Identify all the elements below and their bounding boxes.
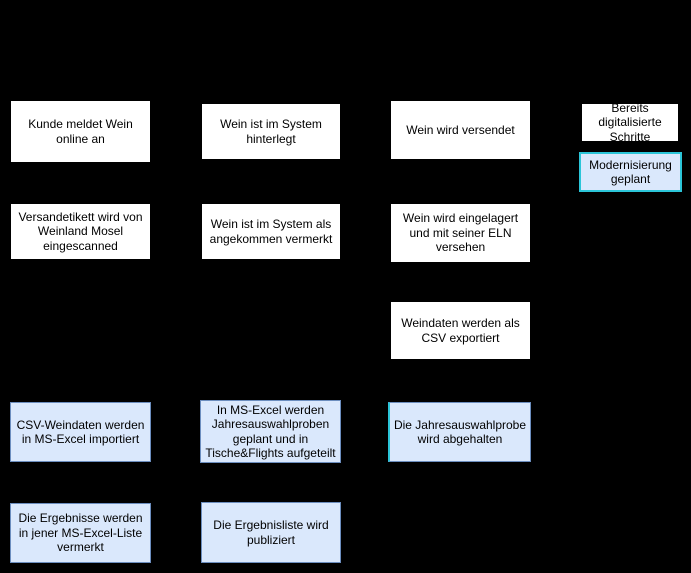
step-wein-eingelagert-eln: Wein wird eingelagert und mit seiner ELN… [390,203,531,263]
step-weindaten-csv-export: Weindaten werden als CSV exportiert [390,301,531,360]
step-ergebnisse-vermerkt: Die Ergebnisse werden in jener MS-Excel-… [10,503,151,563]
step-versandetikett-eingescanned: Versandetikett wird von Weinland Mosel e… [10,203,151,260]
step-wein-angekommen-vermerkt: Wein ist im System als angekommen vermer… [201,203,341,260]
step-jahresauswahlprobe-abgehalten: Die Jahresauswahlprobe wird abgehalten [388,402,531,462]
legend-digitalized-steps: Bereits digitalisierte Schritte [581,101,679,144]
legend-modernization-planned: Modernisierung geplant [579,152,682,192]
step-wein-im-system-hinterlegt: Wein ist im System hinterlegt [201,103,341,160]
step-jahresauswahlproben-geplant: In MS-Excel werden Jahresauswahlproben g… [200,400,341,463]
step-csv-weindaten-import: CSV-Weindaten werden in MS-Excel importi… [10,402,151,462]
step-ergebnisliste-publiziert: Die Ergebnisliste wird publiziert [201,502,341,563]
step-wein-wird-versendet: Wein wird versendet [390,100,531,160]
step-kunde-meldet-wein: Kunde meldet Wein online an [10,100,151,163]
